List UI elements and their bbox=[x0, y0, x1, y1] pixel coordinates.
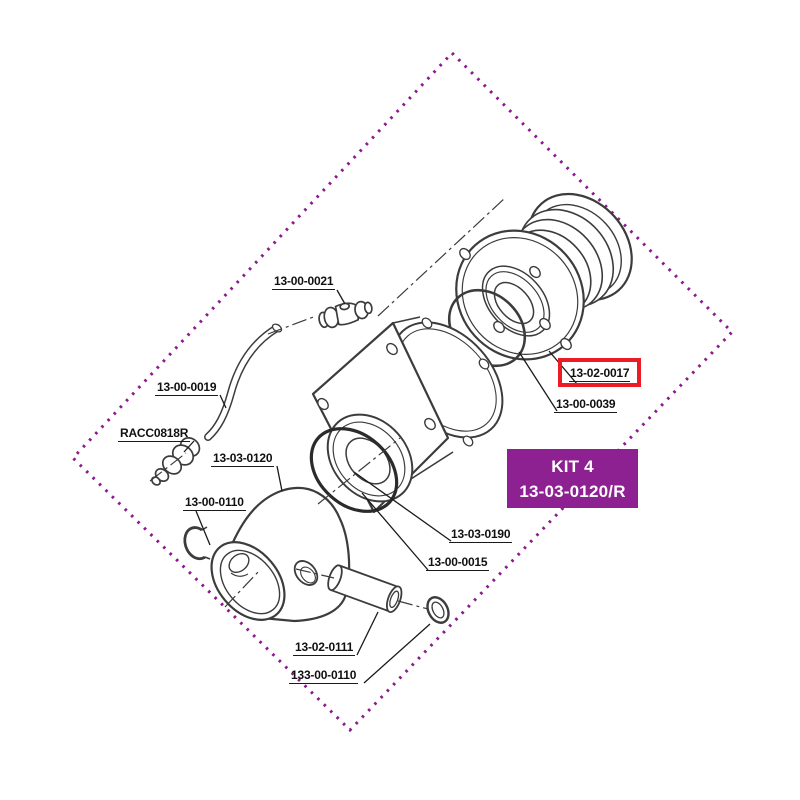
part-label-13-03-0190[interactable]: 13-03-0190 bbox=[449, 527, 513, 543]
oring-0190-part bbox=[309, 427, 399, 513]
part-label-13-00-0021[interactable]: 13-00-0021 bbox=[272, 274, 336, 290]
leader-lines bbox=[183, 289, 578, 684]
highlighted-part-box: 13-02-0017 bbox=[558, 358, 642, 387]
elbow-fitting-0021-part bbox=[318, 300, 373, 329]
kit-badge-title: KIT 4 bbox=[551, 456, 594, 476]
flange-bolt-holes bbox=[459, 247, 572, 351]
cylinder-body-part bbox=[210, 486, 351, 623]
part-label-13-02-0017[interactable]: 13-02-0017 bbox=[569, 366, 631, 382]
kit-badge-code: 13-03-0120/R bbox=[519, 481, 626, 501]
part-label-133-00-0110[interactable]: 133-00-0110 bbox=[289, 668, 359, 684]
center-lines bbox=[149, 197, 506, 610]
sleeve-0111-part bbox=[327, 564, 403, 614]
circlip-0110-part bbox=[183, 526, 211, 561]
part-label-13-00-0019[interactable]: 13-00-0019 bbox=[155, 380, 219, 396]
part-label-13-02-0111[interactable]: 13-02-0111 bbox=[293, 640, 356, 656]
kit-badge[interactable]: KIT 4 13-03-0120/R bbox=[507, 449, 638, 508]
part-label-13-00-0015[interactable]: 13-00-0015 bbox=[426, 555, 490, 571]
bellows-hub-part bbox=[455, 192, 633, 361]
part-label-13-03-0120[interactable]: 13-03-0120 bbox=[211, 451, 275, 467]
kit-boundary-dashed-border bbox=[70, 50, 735, 733]
part-label-13-00-0110[interactable]: 13-00-0110 bbox=[183, 495, 246, 511]
spool-body-part bbox=[311, 316, 504, 514]
hose-0019-part bbox=[204, 323, 283, 441]
part-label-13-00-0039[interactable]: 13-00-0039 bbox=[554, 397, 618, 413]
washer-1330110-part bbox=[426, 596, 450, 624]
part-label-racc0818r[interactable]: RACC0818R bbox=[118, 426, 191, 442]
